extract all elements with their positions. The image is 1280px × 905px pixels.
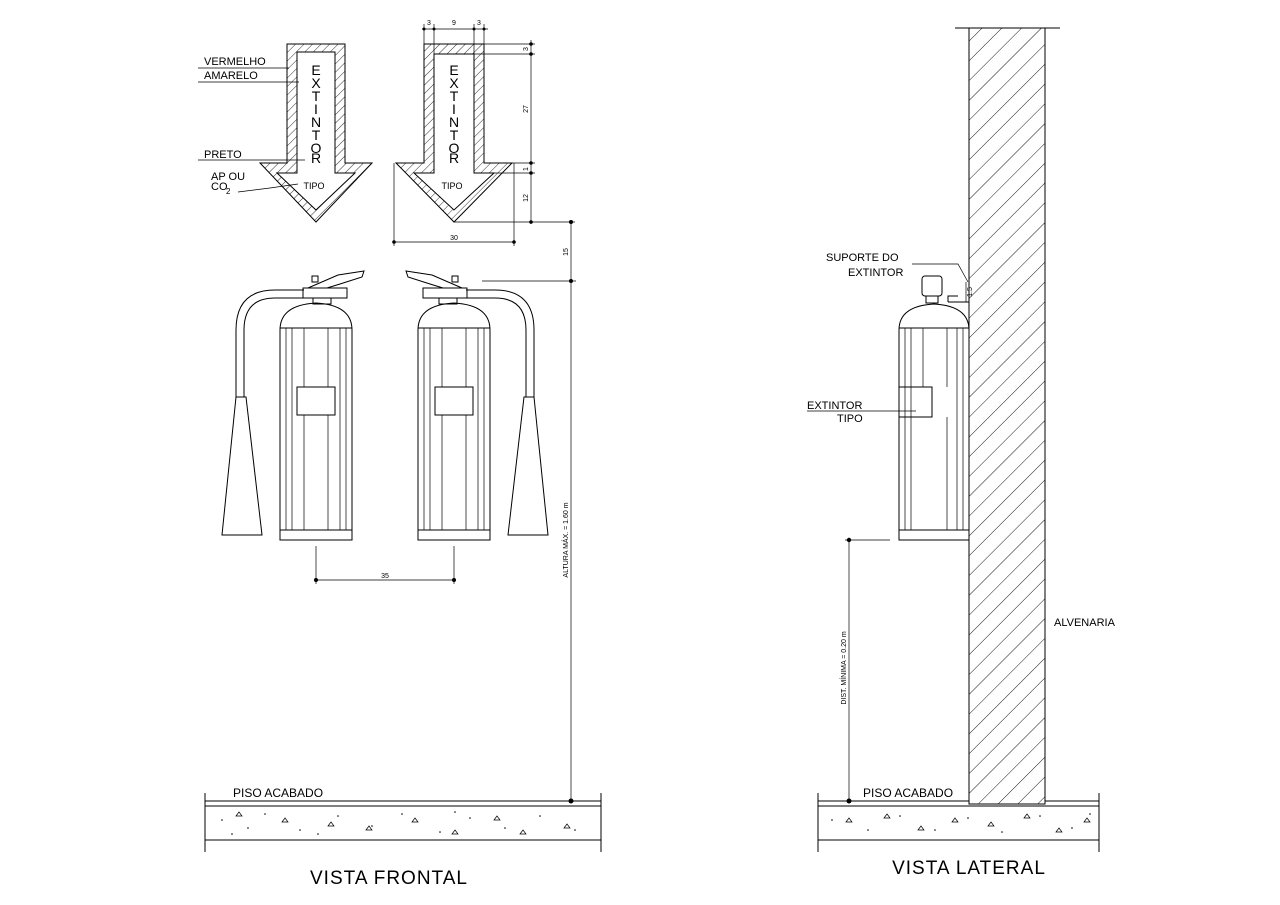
dim-gap-15: 15	[563, 248, 570, 256]
arrow-sign-right: E X T I N T O R TIPO	[394, 43, 514, 223]
extintor-vertical-letter: E	[449, 62, 458, 78]
extintor-vertical-letter: I	[452, 101, 456, 117]
extintor-vertical-letter: N	[311, 114, 321, 130]
vista-frontal-title: VISTA FRONTAL	[310, 868, 468, 889]
dim-spacing-35: 35	[381, 573, 389, 580]
extintor-vertical-letter: X	[449, 75, 459, 91]
altura-dimension: 15 ALTURA MÁX. = 1.60 m	[482, 220, 576, 804]
extintor-vertical-letter: T	[450, 127, 459, 143]
extintor-vertical-letter: T	[312, 88, 321, 104]
right-dimensions: 3 27 1 12	[454, 40, 575, 224]
extinguisher-side	[898, 275, 970, 541]
dim-top-3b: 3	[477, 20, 481, 27]
extintor-tipo-line2: TIPO	[837, 413, 863, 425]
extintor-vertical-letter: R	[449, 150, 459, 166]
dim-width-30: 30	[450, 235, 458, 242]
width-dimension: 30	[392, 163, 516, 246]
preto-label: PRETO	[204, 149, 242, 161]
callouts-lateral: SUPORTE DO EXTINTOR 1.5 EXTINTOR TIPO	[807, 252, 974, 425]
piso-acabado-frontal: PISO ACABADO	[233, 786, 323, 800]
piso-acabado-lateral: PISO ACABADO	[863, 786, 953, 800]
extintor-vertical-letter: X	[311, 75, 321, 91]
ap-ou-label: AP OU	[211, 171, 245, 183]
dim-right-27: 27	[523, 105, 530, 113]
extintor-vertical-letter: O	[449, 140, 460, 156]
spacing-dimension: 35	[314, 546, 456, 584]
top-dimensions: 3 9 3	[422, 20, 488, 54]
alvenaria-wall	[955, 27, 1060, 805]
dim-dist-minima: DIST. MÍNIMA = 0.20 m	[839, 631, 848, 704]
dist-minima-dimension: DIST. MÍNIMA = 0.20 m	[839, 537, 890, 804]
extintor-vertical-letter: O	[311, 140, 322, 156]
tipo-label: TIPO	[441, 181, 462, 191]
dim-right-1: 1	[523, 167, 530, 171]
extintor-vertical-letter: I	[314, 101, 318, 117]
dim-altura-max: ALTURA MÁX. = 1.60 m	[561, 502, 570, 577]
floor-lateral: PISO ACABADO	[817, 786, 1100, 852]
amarelo-label: AMARELO	[204, 70, 258, 82]
dim-suporte: 1.5	[967, 287, 974, 297]
callouts-left: VERMELHO AMARELO PRETO AP OU CO 2	[198, 56, 305, 196]
suporte-label-line2: EXTINTOR	[848, 267, 903, 279]
extintor-vertical-letter: R	[311, 150, 321, 166]
dim-top-9: 9	[452, 20, 456, 27]
dim-right-3: 3	[523, 47, 530, 51]
tipo-label: TIPO	[303, 181, 324, 191]
co2-subscript: 2	[226, 187, 231, 196]
extintor-vertical-letter: E	[311, 62, 320, 78]
co2-label: CO	[211, 181, 228, 193]
vermelho-label: VERMELHO	[204, 56, 266, 68]
vista-lateral-title: VISTA LATERAL	[892, 858, 1046, 879]
suporte-label-line1: SUPORTE DO	[826, 252, 899, 264]
floor-frontal: PISO ACABADO	[204, 786, 602, 852]
alvenaria-label: ALVENARIA	[1054, 617, 1116, 629]
dim-top-3a: 3	[427, 20, 431, 27]
extinguisher-front-left	[221, 270, 365, 541]
arrow-sign-left: E X T I N T O R TIPO	[258, 43, 374, 223]
extintor-vertical-letter: T	[450, 88, 459, 104]
extintor-tipo-line1: EXTINTOR	[807, 400, 862, 412]
extinguisher-front-right	[405, 270, 549, 541]
extintor-vertical-letter: N	[449, 114, 459, 130]
dim-right-12: 12	[523, 194, 530, 202]
extintor-vertical-letter: T	[312, 127, 321, 143]
